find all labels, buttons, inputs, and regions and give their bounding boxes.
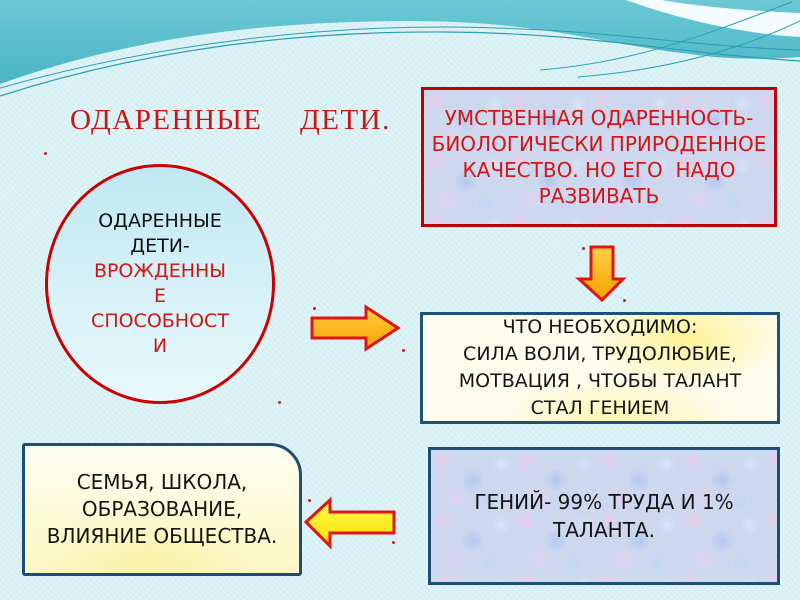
- slide-title: ОДАРЕННЫЕ ДЕТИ.: [70, 104, 391, 136]
- requirements-box: ЧТО НЕОБХОДИМО: СИЛА ВОЛИ, ТРУДОЛЮБИЕ, М…: [420, 312, 780, 424]
- red-dot: [308, 499, 311, 502]
- statement-box-mental-giftedness: УМСТВЕННАЯ ОДАРЕННОСТЬ- БИОЛОГИЧЕСКИ ПРИ…: [421, 87, 777, 227]
- ellipse-line: ВРОЖДЕННЫ: [93, 260, 227, 282]
- ellipse-line: ДЕТИ-: [130, 235, 190, 257]
- ellipse-line: ОДАРЕННЫЕ: [98, 210, 222, 232]
- ellipse-line: СПОСОБНОСТ: [91, 310, 229, 332]
- red-dot: [44, 152, 47, 155]
- environment-line: ОБРАЗОВАНИЕ,: [81, 497, 243, 521]
- genius-line: ГЕНИЙ- 99% ТРУДА И 1%: [474, 490, 734, 514]
- red-dot: [402, 349, 405, 352]
- arrow-down-icon: [575, 245, 627, 303]
- ellipse-line: Е: [153, 285, 166, 307]
- requirements-line: ЧТО НЕОБХОДИМО:: [502, 316, 698, 338]
- environment-box: СЕМЬЯ, ШКОЛА, ОБРАЗОВАНИЕ, ВЛИЯНИЕ ОБЩЕС…: [22, 443, 302, 576]
- statement-line: УМСТВЕННАЯ ОДАРЕННОСТЬ-: [444, 106, 754, 130]
- requirements-line: МОТВАЦИЯ , ЧТОБЫ ТАЛАНТ: [458, 370, 742, 392]
- statement-line: РАЗВИВАТЬ: [538, 184, 660, 208]
- statement-line: КАЧЕСТВО. НО ЕГО НАДО: [462, 158, 736, 182]
- red-dot: [392, 541, 395, 544]
- requirements-line: СТАЛ ГЕНИЕМ: [530, 397, 670, 419]
- arrow-right-icon: [310, 304, 401, 352]
- ellipse-line: И: [152, 335, 168, 357]
- requirements-line: СИЛА ВОЛИ, ТРУДОЛЮБИЕ,: [463, 343, 737, 365]
- red-dot: [313, 307, 316, 310]
- statement-line: БИОЛОГИЧЕСКИ ПРИРОДЕННОЕ: [431, 132, 767, 156]
- wave-decoration: [0, 0, 800, 97]
- red-dot: [278, 401, 281, 404]
- genius-line: ТАЛАНТА.: [553, 518, 655, 542]
- genius-box: ГЕНИЙ- 99% ТРУДА И 1% ТАЛАНТА.: [428, 447, 780, 585]
- red-dot: [582, 247, 585, 250]
- environment-line: СЕМЬЯ, ШКОЛА,: [76, 470, 248, 494]
- environment-line: ВЛИЯНИЕ ОБЩЕСТВА.: [46, 524, 278, 548]
- red-dot: [623, 299, 626, 302]
- arrow-left-icon: [303, 496, 396, 550]
- ellipse-gifted-children: ОДАРЕННЫЕ ДЕТИ- ВРОЖДЕННЫ Е СПОСОБНОСТ И: [45, 164, 275, 404]
